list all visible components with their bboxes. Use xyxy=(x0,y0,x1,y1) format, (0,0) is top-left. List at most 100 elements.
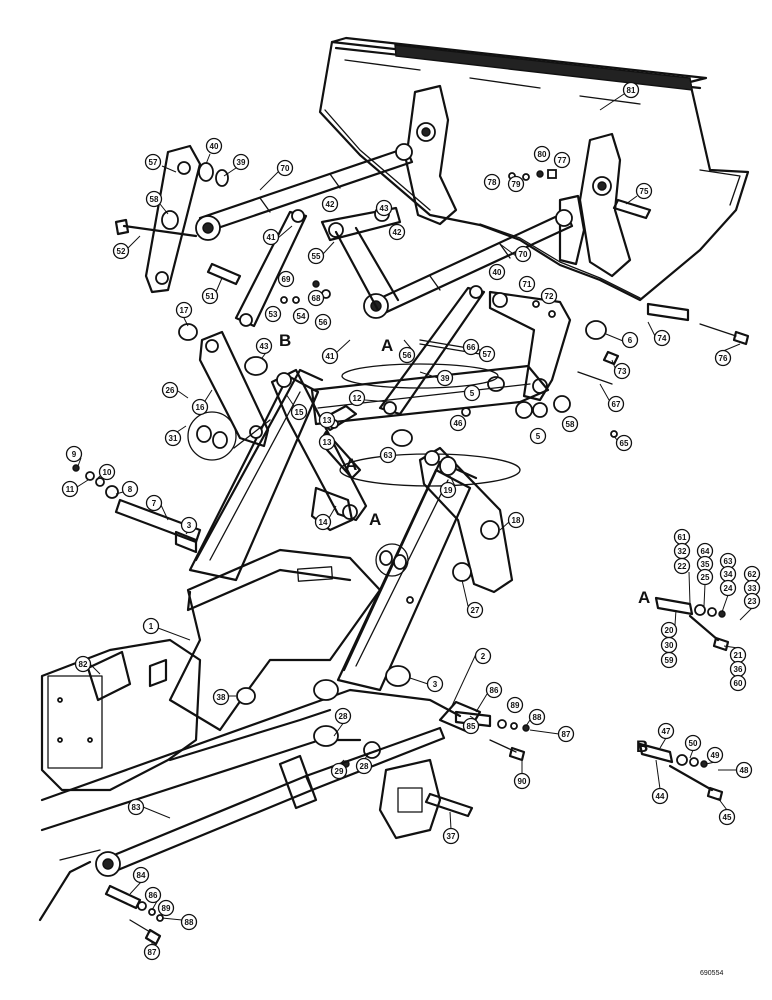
part-callout-circle xyxy=(485,681,503,699)
part-callout-81: 81 xyxy=(622,81,640,99)
part-callout-17: 17 xyxy=(175,301,193,319)
part-callout-circle xyxy=(264,305,282,323)
part-callout-number: 70 xyxy=(519,250,528,259)
part-callout-number: 88 xyxy=(533,713,542,722)
part-callout-53: 53 xyxy=(264,305,282,323)
part-callout-65: 65 xyxy=(615,434,633,452)
part-callout-number: 2 xyxy=(481,652,486,661)
part-callout-13: 13 xyxy=(318,411,336,429)
part-callout-circle xyxy=(232,153,250,171)
part-callout-58: 58 xyxy=(145,190,163,208)
part-callout-26: 26 xyxy=(161,381,179,399)
part-callout-circle xyxy=(660,651,678,669)
part-callout-number: 55 xyxy=(312,252,321,261)
callout-letter-b: B xyxy=(636,737,648,756)
part-callout-number: 42 xyxy=(326,200,335,209)
part-callout-circle xyxy=(132,866,150,884)
part-callout-circle xyxy=(334,707,352,725)
part-callout-41: 41 xyxy=(321,347,339,365)
part-callout-circle xyxy=(540,287,558,305)
part-callout-circle xyxy=(388,223,406,241)
part-callout-67: 67 xyxy=(607,395,625,413)
part-callout-number: 89 xyxy=(162,904,171,913)
part-callout-46: 46 xyxy=(449,414,467,432)
part-callout-number: 5 xyxy=(470,389,475,398)
part-callout-number: 34 xyxy=(724,570,733,579)
part-callout-circle xyxy=(348,389,366,407)
part-callout-27: 27 xyxy=(466,601,484,619)
part-callout-78: 78 xyxy=(483,173,501,191)
part-callout-number: 61 xyxy=(678,533,687,542)
part-callout-number: 19 xyxy=(444,486,453,495)
part-callout-86: 86 xyxy=(144,886,162,904)
part-callout-circle xyxy=(145,190,163,208)
part-callout-number: 37 xyxy=(447,832,456,841)
part-callout-circle xyxy=(426,675,444,693)
part-callout-circle xyxy=(533,145,551,163)
part-callout-number: 75 xyxy=(640,187,649,196)
part-callout-57: 57 xyxy=(478,345,496,363)
part-callout-circle xyxy=(615,434,633,452)
part-callout-20: 20 xyxy=(660,621,678,639)
part-callout-2: 2 xyxy=(474,647,492,665)
part-callout-83: 83 xyxy=(127,798,145,816)
part-callout-circle xyxy=(65,445,83,463)
part-callout-number: 1 xyxy=(149,622,154,631)
part-callout-87: 87 xyxy=(557,725,575,743)
part-callout-5: 5 xyxy=(529,427,547,445)
part-callout-7: 7 xyxy=(145,494,163,512)
part-callout-number: 63 xyxy=(724,557,733,566)
part-callout-circle xyxy=(696,568,714,586)
part-callout-number: 65 xyxy=(620,439,629,448)
part-callout-number: 33 xyxy=(748,584,757,593)
part-callout-40: 40 xyxy=(205,137,223,155)
part-callout-circle xyxy=(318,433,336,451)
part-callout-circle xyxy=(398,346,416,364)
part-callout-circle xyxy=(449,414,467,432)
part-callout-circle xyxy=(314,313,332,331)
part-callout-16: 16 xyxy=(191,398,209,416)
part-callout-1: 1 xyxy=(142,617,160,635)
part-callout-number: 60 xyxy=(734,679,743,688)
part-callout-circle xyxy=(657,722,675,740)
part-callout-number: 88 xyxy=(185,918,194,927)
part-callout-number: 27 xyxy=(471,606,480,615)
part-callout-circle xyxy=(330,762,348,780)
part-callout-32: 32 xyxy=(673,542,691,560)
part-callout-circle xyxy=(290,403,308,421)
part-callout-circle xyxy=(488,263,506,281)
part-callout-circle xyxy=(684,734,702,752)
part-callout-circle xyxy=(483,173,501,191)
part-callout-34: 34 xyxy=(719,565,737,583)
part-callout-number: 68 xyxy=(312,294,321,303)
part-callout-number: 6 xyxy=(628,336,633,345)
part-callout-47: 47 xyxy=(657,722,675,740)
part-callout-circle xyxy=(379,446,397,464)
part-callout-number: 49 xyxy=(711,751,720,760)
part-callout-circle xyxy=(518,275,536,293)
part-callout-number: 10 xyxy=(103,468,112,477)
part-callout-circle xyxy=(61,480,79,498)
part-callout-circle xyxy=(735,761,753,779)
part-callout-54: 54 xyxy=(292,307,310,325)
part-callout-circle xyxy=(145,494,163,512)
part-callout-62: 62 xyxy=(743,565,761,583)
part-callout-circle xyxy=(314,513,332,531)
part-callout-number: 81 xyxy=(627,86,636,95)
part-callout-circle xyxy=(355,757,373,775)
part-callout-72: 72 xyxy=(540,287,558,305)
part-callout-42: 42 xyxy=(388,223,406,241)
part-callout-number: 87 xyxy=(562,730,571,739)
part-callout-circle xyxy=(442,827,460,845)
part-callout-13: 13 xyxy=(318,433,336,451)
part-callout-38: 38 xyxy=(212,688,230,706)
part-callout-number: 86 xyxy=(149,891,158,900)
part-callout-number: 89 xyxy=(511,701,520,710)
part-callout-14: 14 xyxy=(314,513,332,531)
part-callout-circle xyxy=(613,362,631,380)
part-callout-number: 41 xyxy=(267,233,276,242)
part-callout-25: 25 xyxy=(696,568,714,586)
part-callout-number: 28 xyxy=(339,712,348,721)
part-callout-55: 55 xyxy=(307,247,325,265)
